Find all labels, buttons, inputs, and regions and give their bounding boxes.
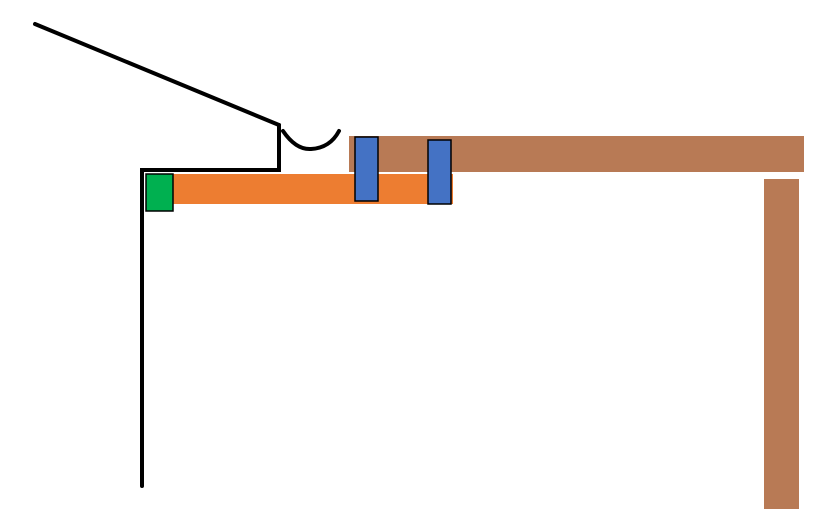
hook-curve [281, 129, 341, 152]
blue-clamp-left [354, 136, 379, 202]
blue-clamp-right [427, 139, 452, 205]
green-block [145, 173, 174, 212]
table-leg [764, 179, 799, 509]
orange-bar [146, 174, 453, 204]
lid-line [33, 22, 281, 127]
frame-line [140, 123, 281, 488]
tabletop-beam [349, 136, 804, 172]
